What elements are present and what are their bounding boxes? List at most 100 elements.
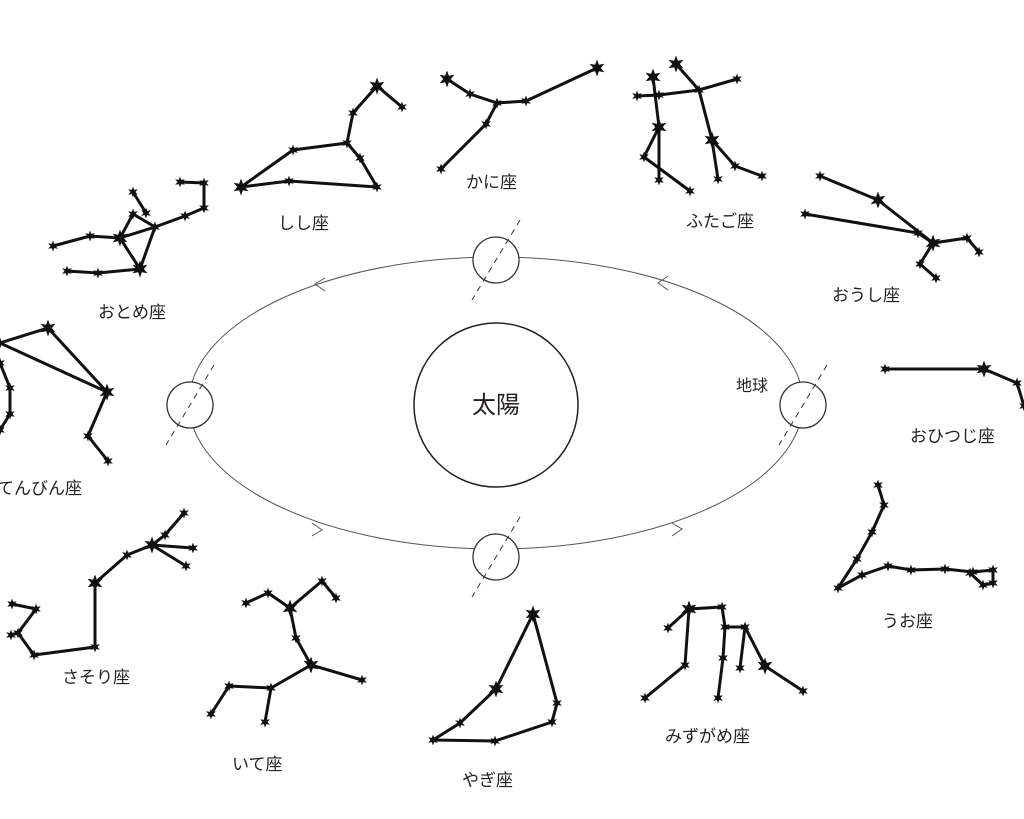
otome-line-3 [131, 190, 148, 215]
mizugame-line-4 [738, 625, 747, 670]
star [668, 55, 684, 73]
star [282, 599, 298, 617]
star [180, 210, 190, 222]
label-yagi: やぎ座 [462, 771, 513, 791]
earth-bottom [471, 516, 521, 598]
label-sasori: さそり座 [62, 668, 130, 688]
star [112, 229, 128, 247]
star [492, 97, 502, 109]
star [552, 697, 562, 709]
star [976, 360, 992, 378]
star [87, 574, 103, 592]
orbit-arrow-top-left [314, 277, 326, 292]
label-uo: うお座 [882, 612, 933, 632]
star [525, 605, 541, 623]
earth-left [165, 364, 215, 446]
label-oushi: おうし座 [832, 286, 900, 306]
star [266, 682, 276, 694]
futago-line-5 [710, 138, 764, 178]
star [342, 137, 352, 149]
orbit-arrow-bottom-right [671, 522, 683, 537]
otome-line-6 [178, 180, 206, 210]
star [867, 526, 877, 538]
star [99, 383, 115, 401]
star [291, 632, 301, 644]
star [940, 563, 950, 575]
star [632, 90, 642, 102]
otome-line-5 [118, 236, 142, 271]
star [122, 549, 132, 561]
star [48, 240, 58, 252]
star [5, 382, 15, 394]
star [931, 272, 941, 284]
star [369, 77, 385, 95]
star [428, 734, 438, 746]
star [29, 649, 39, 661]
star [663, 622, 673, 634]
star [800, 208, 810, 220]
star [260, 716, 270, 728]
sasori-line-3 [150, 543, 195, 550]
star [713, 173, 723, 185]
star [879, 499, 889, 511]
star [521, 95, 531, 107]
star [355, 152, 365, 164]
mizugame-line-3 [716, 625, 727, 700]
star [680, 659, 690, 671]
star [694, 84, 704, 96]
constellation-labels: かに座 しし座 ふたご座 おとめ座 おうし座 おひつじ座 てんびん座 うお座 さ… [0, 173, 995, 791]
star [141, 207, 151, 219]
star [988, 577, 998, 589]
shishi-line-3 [239, 179, 379, 189]
star [974, 246, 984, 258]
star [85, 230, 95, 242]
label-tenbin: てんびん座 [0, 479, 82, 499]
star [233, 178, 249, 196]
star [357, 674, 367, 686]
oushi-line-2 [803, 212, 981, 254]
label-mizugame: みずがめ座 [665, 727, 750, 747]
star [465, 88, 475, 100]
star [718, 652, 728, 664]
star [654, 174, 664, 186]
star [455, 717, 465, 729]
star [436, 163, 446, 175]
star [7, 598, 17, 610]
star [284, 175, 294, 187]
star [128, 208, 138, 220]
star [103, 455, 113, 467]
label-ite: いて座 [232, 755, 283, 775]
ohitsuji-line-1 [883, 367, 1024, 408]
yagi-line-1 [431, 609, 559, 743]
star [199, 202, 209, 214]
futago-line-3 [674, 62, 720, 181]
star [906, 564, 916, 576]
star [988, 564, 998, 576]
sun-label: 太陽 [472, 391, 520, 419]
star [5, 408, 15, 420]
otome-line-4 [65, 225, 157, 275]
star [713, 692, 723, 704]
tenbin-line-4 [0, 361, 12, 432]
sasori-line-1 [10, 511, 186, 657]
star [6, 629, 16, 641]
star [978, 579, 988, 591]
label-futago: ふたご座 [686, 212, 754, 232]
label-otome: おとめ座 [98, 303, 166, 323]
star [179, 507, 189, 519]
star [640, 692, 650, 704]
shishi-line-1 [239, 83, 404, 189]
star [224, 680, 234, 692]
star [181, 560, 191, 572]
star [241, 597, 251, 609]
star [547, 716, 557, 728]
tenbin-line-2 [0, 341, 109, 394]
star [651, 118, 667, 136]
star [488, 680, 504, 698]
uo-line-2 [836, 564, 995, 590]
star [720, 621, 730, 633]
star [144, 536, 160, 554]
star [757, 657, 773, 675]
star [288, 144, 298, 156]
